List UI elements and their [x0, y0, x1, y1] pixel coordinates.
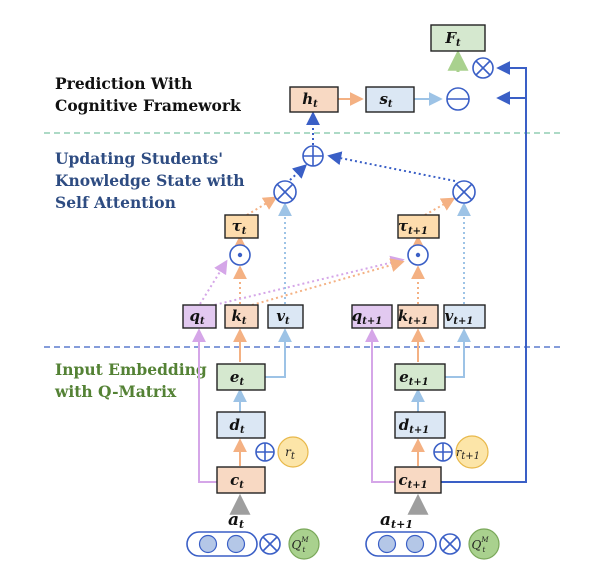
arrow-c-to-otimes-top	[441, 61, 527, 483]
svg-text:rt: rt	[285, 445, 296, 462]
node-c-t: ct	[216, 466, 266, 494]
ominus-icon	[446, 87, 470, 111]
svg-text:qt: qt	[189, 307, 205, 327]
arrow-tau-to-otimes-t1	[424, 197, 456, 216]
node-v-t1: vt+1	[443, 304, 486, 329]
svg-text:Updating Students': Updating Students'	[55, 149, 223, 168]
svg-text:with Q-Matrix: with Q-Matrix	[54, 382, 177, 401]
label-a-t1: at+1	[380, 510, 413, 531]
arrow-e-to-v-t	[265, 328, 292, 378]
otimes-icon	[259, 533, 281, 555]
arrow-e-to-v-t1	[445, 328, 471, 378]
input-vector-t1	[365, 531, 437, 557]
node-tau-t: τt	[224, 214, 259, 239]
node-h-t: ht	[289, 86, 339, 113]
arrow-c-to-q-t	[192, 328, 217, 483]
oplus-icon	[302, 145, 324, 167]
node-e-t: et	[216, 363, 266, 391]
svg-text:at+1: at+1	[380, 510, 413, 531]
node-r-t1: rt+1	[455, 435, 489, 469]
node-tau-t1: τt+1	[397, 214, 440, 239]
arrow-tau-to-otimes-t	[246, 196, 278, 216]
svg-text:Input Embedding: Input Embedding	[55, 360, 207, 379]
svg-text:vt: vt	[276, 307, 290, 327]
oplus-icon	[255, 442, 275, 462]
arrow-k-to-odot-cross	[251, 258, 405, 306]
svg-text:kt: kt	[231, 307, 246, 327]
svg-text:et: et	[230, 368, 245, 388]
node-r-t: rt	[277, 436, 309, 468]
svg-text:τt: τt	[232, 217, 247, 237]
svg-text:QMt: QMt	[471, 536, 489, 554]
node-s-t: st	[365, 86, 415, 113]
node-c-t1: ct+1	[394, 466, 442, 494]
input-vector-t	[186, 531, 258, 557]
odot-icon	[407, 244, 429, 266]
svg-text:qt+1: qt+1	[352, 307, 382, 327]
arrow-q-to-odot-t	[199, 259, 228, 305]
section-label-updating: Updating Students' Knowledge State with …	[55, 149, 245, 212]
svg-text:st: st	[379, 90, 392, 110]
arrow-otimes-to-oplus-t1	[327, 151, 456, 182]
node-e-t1: et+1	[394, 363, 446, 391]
node-k-t: kt	[224, 304, 259, 329]
oplus-icon	[433, 442, 453, 462]
svg-text:et+1: et+1	[399, 368, 429, 388]
svg-text:Self Attention: Self Attention	[55, 193, 176, 212]
arrow-otimes-to-oplus-t	[289, 164, 308, 181]
svg-text:Ft: Ft	[444, 29, 461, 49]
node-q-t1: qt+1	[351, 304, 393, 329]
label-a-t: at	[228, 510, 244, 531]
node-d-t1: dt+1	[394, 411, 446, 439]
node-d-t: dt	[216, 411, 266, 439]
svg-text:ht: ht	[302, 90, 318, 110]
node-k-t1: kt+1	[397, 304, 439, 329]
otimes-icon	[472, 57, 494, 79]
section-label-embedding: Input Embedding with Q-Matrix	[54, 360, 207, 401]
svg-text:vt+1: vt+1	[445, 307, 474, 327]
svg-text:kt+1: kt+1	[398, 307, 428, 327]
odot-icon	[229, 244, 251, 266]
arrow-q-to-odot-t1	[209, 255, 405, 307]
svg-text:dt+1: dt+1	[399, 416, 429, 436]
otimes-icon	[452, 180, 476, 204]
node-F-t: Ft	[430, 24, 486, 52]
section-label-prediction: Prediction With Cognitive Framework	[55, 74, 241, 115]
svg-text:at: at	[228, 510, 244, 531]
svg-text:Cognitive Framework: Cognitive Framework	[55, 96, 241, 115]
svg-text:Knowledge State with: Knowledge State with	[55, 171, 245, 190]
arrow-c-to-q-t1	[365, 328, 395, 483]
node-v-t: vt	[267, 304, 304, 329]
otimes-icon	[273, 180, 297, 204]
svg-text:ct+1: ct+1	[398, 471, 427, 491]
svg-text:dt: dt	[229, 416, 245, 436]
svg-text:ct: ct	[230, 471, 244, 491]
svg-text:Prediction With: Prediction With	[55, 74, 192, 93]
otimes-icon	[439, 533, 461, 555]
svg-text:rt+1: rt+1	[456, 446, 480, 462]
svg-text:τt+1: τt+1	[398, 217, 428, 237]
node-q-t: qt	[182, 304, 217, 329]
svg-text:QMt: QMt	[291, 536, 309, 554]
